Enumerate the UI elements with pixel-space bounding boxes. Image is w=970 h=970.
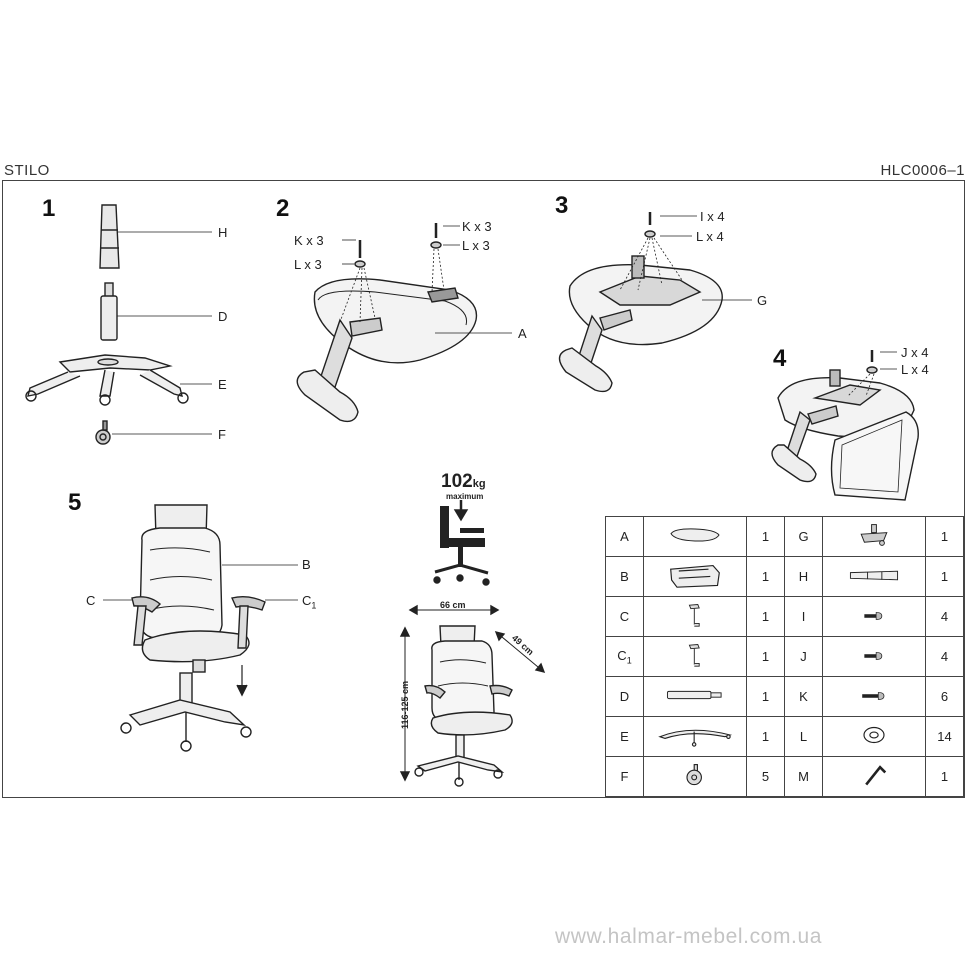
part-quantity: 4: [925, 596, 964, 637]
step-4-number: 4: [773, 345, 787, 372]
website-watermark: www.halmar-mebel.com.ua: [555, 925, 823, 948]
bolt-icon: [822, 636, 926, 677]
part-letter: K: [784, 676, 823, 717]
part-letter: E: [605, 716, 644, 757]
hex-key-icon: [822, 756, 926, 797]
caster-icon: [643, 756, 747, 797]
label-l-step4: L x 4: [901, 362, 929, 377]
label-k-left: K x 3: [294, 233, 324, 248]
part-letter: C: [605, 596, 644, 637]
model-name: STILO: [4, 162, 50, 179]
label-b: B: [302, 557, 311, 572]
mechanism-icon: [822, 516, 926, 557]
part-quantity: 1: [746, 596, 785, 637]
label-l-right: L x 3: [462, 238, 490, 253]
gas-lift-cover-drawing: [99, 204, 212, 269]
part-quantity: 1: [746, 676, 785, 717]
label-l-left: L x 3: [294, 257, 322, 272]
part-letter: H: [784, 556, 823, 597]
part-quantity: 5: [746, 756, 785, 797]
step-1-number: 1: [42, 195, 56, 222]
washer-icon: [822, 716, 926, 757]
star-base-icon: [643, 716, 747, 757]
gas-lift-drawing: [100, 282, 212, 341]
step-2-drawing: [296, 223, 512, 423]
label-i: I x 4: [700, 209, 725, 224]
part-letter: B: [605, 556, 644, 597]
label-j: J x 4: [901, 345, 929, 360]
step-2-number: 2: [276, 195, 290, 222]
step-4-drawing: [771, 350, 919, 501]
star-base-drawing: [25, 354, 212, 406]
label-g: G: [757, 293, 768, 308]
part-quantity: 6: [925, 676, 964, 717]
label-k-right: K x 3: [462, 219, 492, 234]
label-c: C: [86, 593, 96, 608]
step-5-drawing: [103, 504, 298, 752]
part-letter: A: [605, 516, 644, 557]
long-bolt-icon: [822, 676, 926, 717]
step-5-number: 5: [68, 489, 82, 516]
max-load-value: 102kg: [441, 471, 486, 492]
part-quantity: 1: [925, 756, 964, 797]
label-f: F: [218, 427, 226, 442]
part-letter: I: [784, 596, 823, 637]
part-letter: D: [605, 676, 644, 717]
part-letter: M: [784, 756, 823, 797]
part-quantity: 1: [925, 516, 964, 557]
part-quantity: 1: [746, 556, 785, 597]
part-quantity: 4: [925, 636, 964, 677]
dimension-height: 116-125 cm: [400, 680, 410, 730]
part-letter: C1: [605, 636, 644, 677]
part-quantity: 1: [746, 716, 785, 757]
caster-drawing: [95, 420, 212, 445]
label-a: A: [518, 326, 527, 341]
backrest-icon: [643, 556, 747, 597]
label-d: D: [218, 309, 228, 324]
part-quantity: 14: [925, 716, 964, 757]
label-h: H: [218, 225, 228, 240]
label-l-step3: L x 4: [696, 229, 724, 244]
part-quantity: 1: [746, 636, 785, 677]
gas-lift-cover-icon: [822, 556, 926, 597]
dimension-width: 66 cm: [440, 600, 466, 610]
part-quantity: 1: [746, 516, 785, 557]
step-1-drawing: [25, 204, 212, 445]
armrest-icon: [643, 596, 747, 637]
bolt-icon: [822, 596, 926, 637]
part-quantity: 1: [925, 556, 964, 597]
step-3-number: 3: [555, 192, 569, 219]
label-e: E: [218, 377, 227, 392]
max-load-pictogram: [433, 500, 490, 586]
part-letter: L: [784, 716, 823, 757]
part-letter: J: [784, 636, 823, 677]
product-code: HLC0006–1: [880, 162, 965, 179]
step-3-drawing: [558, 212, 752, 393]
seat-icon: [643, 516, 747, 557]
gas-lift-icon: [643, 676, 747, 717]
instruction-frame: [2, 180, 965, 798]
armrest-icon: [643, 636, 747, 677]
label-c1: C1: [302, 593, 317, 611]
dimension-drawing: [399, 604, 546, 787]
max-load-caption: maximum: [446, 492, 484, 501]
part-letter: G: [784, 516, 823, 557]
part-letter: F: [605, 756, 644, 797]
